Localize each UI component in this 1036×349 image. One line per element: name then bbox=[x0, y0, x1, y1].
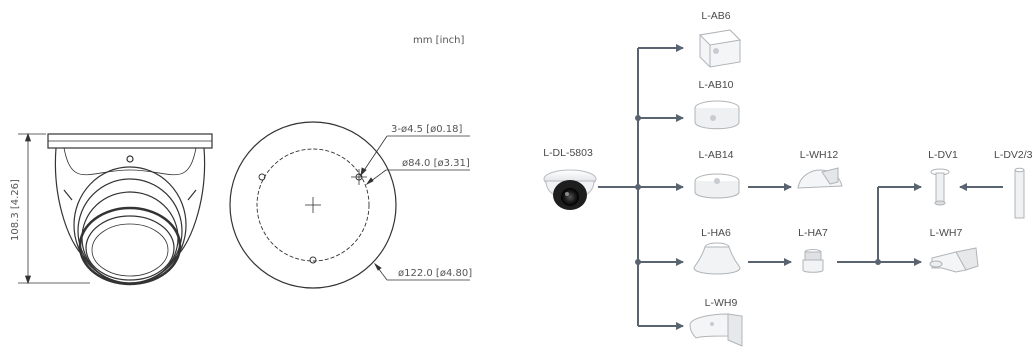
wh7-wall-mount-image bbox=[929, 247, 979, 273]
camera-image bbox=[543, 169, 597, 210]
holes-dimension-text: 3-ø4.5 [ø0.18] bbox=[391, 124, 462, 135]
camera-top-view-drawing bbox=[229, 121, 397, 289]
label-ab6: L-AB6 bbox=[701, 10, 730, 22]
ab10-junction-box-image bbox=[694, 100, 740, 130]
label-dv2: L-DV2/3 bbox=[994, 149, 1033, 161]
height-dimension-line bbox=[18, 132, 90, 285]
dv1-pendant-image bbox=[930, 168, 950, 206]
junction-dots bbox=[635, 115, 881, 265]
camera-side-view-drawing bbox=[47, 133, 213, 286]
label-wh12: L-WH12 bbox=[800, 149, 839, 161]
label-dv1: L-DV1 bbox=[928, 149, 958, 161]
label-ab10: L-AB10 bbox=[698, 79, 733, 91]
ha6-adapter-image bbox=[693, 242, 741, 275]
bolt-circle-dimension-text: ø84.0 [ø3.31] bbox=[402, 158, 470, 169]
label-wh9: L-WH9 bbox=[705, 297, 738, 309]
units-label: mm [inch] bbox=[413, 35, 465, 46]
label-camera: L-DL-5803 bbox=[543, 147, 593, 159]
ha7-adapter-image bbox=[802, 249, 824, 273]
ab14-junction-box-image bbox=[694, 173, 740, 199]
wh9-wall-mount-image bbox=[689, 313, 743, 347]
label-ha6: L-HA6 bbox=[701, 227, 731, 239]
outer-diameter-dimension-text: ø122.0 [ø4.80] bbox=[398, 268, 472, 279]
label-wh7: L-WH7 bbox=[930, 227, 963, 239]
dv2-extension-pole-image bbox=[1014, 167, 1025, 219]
label-ab14: L-AB14 bbox=[698, 149, 733, 161]
ab6-junction-box-image bbox=[698, 29, 742, 68]
label-ha7: L-HA7 bbox=[798, 227, 828, 239]
dimension-leaders bbox=[360, 135, 470, 281]
wh12-wall-mount-image bbox=[797, 167, 843, 189]
height-dimension-text: 108.3 [4.26] bbox=[10, 179, 21, 241]
